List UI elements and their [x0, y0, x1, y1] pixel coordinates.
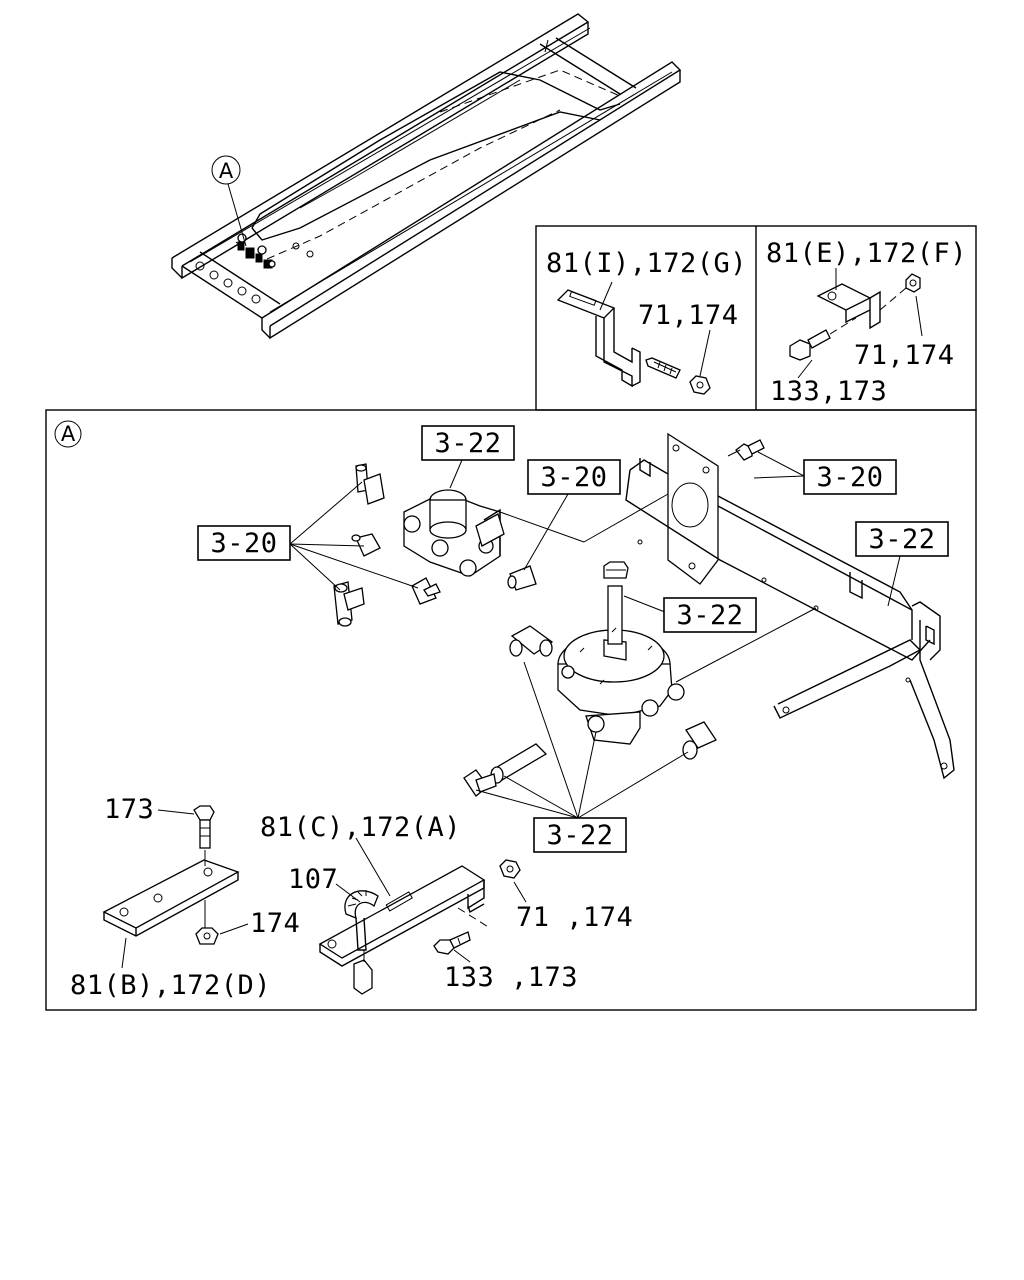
ref-box-bottom-322: 3-22: [533, 817, 627, 853]
ref-box-right-322: 3-22: [855, 521, 949, 557]
inset-right-bolt-label: 133,173: [770, 376, 887, 407]
ref-box-top-320: 3-20: [527, 459, 621, 495]
cable-clamp-107: [344, 890, 379, 995]
clamp-107-label: 107: [288, 864, 338, 895]
ref-box-top-322: 3-22: [421, 425, 515, 461]
mounting-plate: [102, 805, 249, 969]
svg-text:3-20: 3-20: [210, 528, 277, 559]
svg-text:3-22: 3-22: [676, 600, 743, 631]
bolt-173-label: 173: [104, 794, 154, 825]
inset-left-bolt: [645, 357, 681, 379]
inset-right-nut: [905, 273, 921, 293]
detail-box: A: [45, 409, 977, 1011]
bracket-c: [318, 865, 491, 967]
ref-box-left-320: 3-20: [197, 525, 291, 561]
ref-box-right-320: 3-20: [803, 459, 897, 495]
inset-left-fastener: 71,174: [638, 300, 739, 331]
svg-text:3-22: 3-22: [434, 428, 501, 459]
inset-right-nut-label: 71,174: [854, 340, 955, 371]
ref-box-mid-322: 3-22: [663, 597, 757, 633]
inset-right-bracket: 81(E),172(F) 71,174 133,173: [766, 238, 967, 407]
inset-box: 81(I),172(G) 71,174 81(E): [535, 225, 977, 411]
callout-circle-a: [211, 155, 241, 185]
relay-valve-lower: [557, 561, 817, 745]
inset-left-bracket: 81(I),172(G) 71,174: [546, 248, 747, 395]
bolt-133-173-label: 133 ,173: [444, 962, 578, 993]
leader-lines: [289, 459, 901, 819]
bracket-c-bolt: [433, 931, 471, 955]
bracket-c-nut: [499, 859, 521, 879]
nut-71-174-label: 71 ,174: [516, 902, 633, 933]
callout-marker: A: [219, 159, 234, 183]
inset-left-label: 81(I),172(G): [546, 248, 747, 279]
support-bracket: [625, 432, 955, 780]
svg-text:3-22: 3-22: [868, 524, 935, 555]
nut-174-label: 174: [250, 908, 300, 939]
plate-label: 81(B),172(D): [70, 970, 271, 1001]
inset-right-bolt: [789, 329, 831, 361]
fittings-lower: [463, 625, 717, 797]
svg-text:3-20: 3-20: [816, 462, 883, 493]
fittings-upper: [333, 463, 537, 627]
bracket-c-leaders: [335, 837, 527, 963]
bracket-c-label: 81(C),172(A): [260, 812, 461, 843]
inset-left-nut: [689, 375, 711, 395]
svg-text:3-22: 3-22: [546, 820, 613, 851]
detail-marker: A: [61, 422, 76, 446]
svg-text:3-20: 3-20: [540, 462, 607, 493]
chassis-frame-drawing: A: [171, 13, 682, 340]
inset-right-label: 81(E),172(F): [766, 238, 967, 269]
relay-valve-upper: [403, 489, 669, 577]
